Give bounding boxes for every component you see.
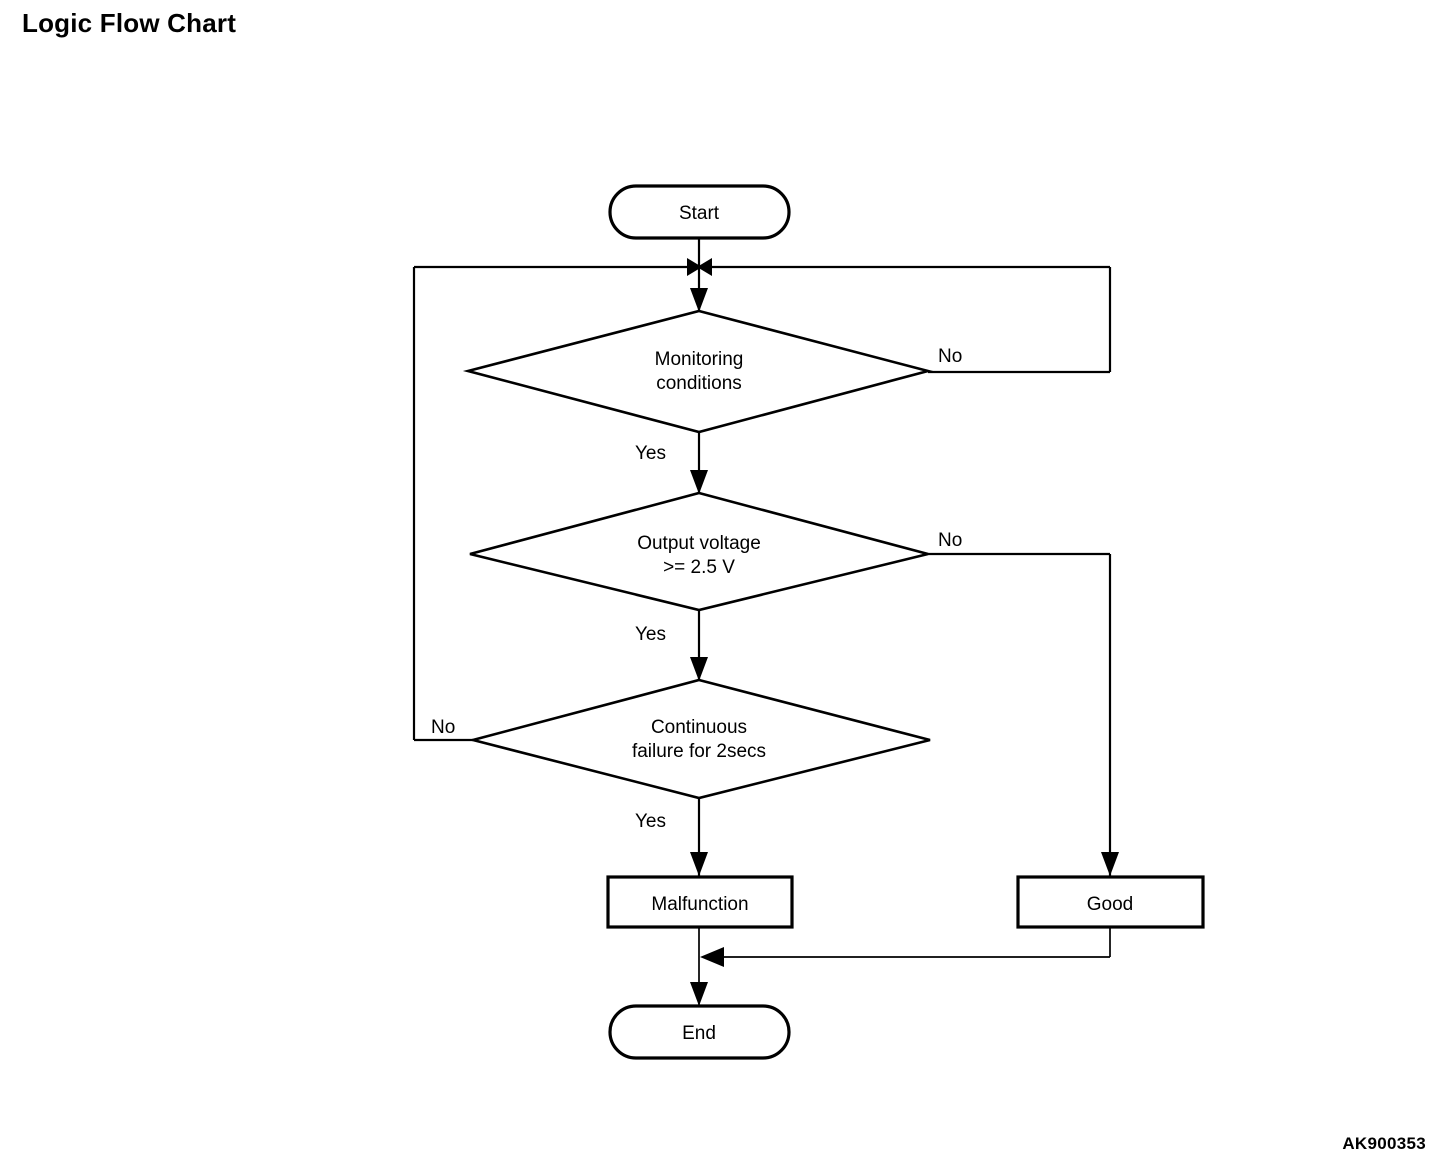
- arrowhead-into-voltage: [690, 470, 708, 494]
- edge-label-continuous-yes: Yes: [635, 811, 666, 832]
- node-monitoring-conditions[interactable]: [462, 309, 934, 434]
- arrowhead-merge-to-end-line: [700, 947, 724, 967]
- node-good-label: Good: [1087, 894, 1133, 915]
- arrowhead-into-malfunction: [690, 852, 708, 876]
- node-start[interactable]: [608, 184, 791, 240]
- node-start-label: Start: [679, 203, 720, 224]
- node-end-label: End: [682, 1023, 716, 1044]
- edge-label-voltage-yes: Yes: [635, 624, 666, 645]
- edge-label-voltage-no: No: [938, 530, 962, 551]
- node-monitoring-label-line2: conditions: [656, 373, 742, 394]
- node-malfunction-label: Malfunction: [651, 894, 748, 915]
- edge-label-continuous-no: No: [431, 717, 455, 738]
- node-voltage-label-line2: >= 2.5 V: [663, 557, 735, 578]
- node-end[interactable]: [608, 1004, 791, 1060]
- page-title: Logic Flow Chart: [22, 8, 237, 38]
- arrowhead-into-continuous: [690, 657, 708, 681]
- edge-label-monitoring-no: No: [938, 346, 962, 367]
- arrowhead-right-return: [697, 258, 712, 276]
- node-monitoring-label-line1: Monitoring: [655, 349, 744, 370]
- node-continuous-failure[interactable]: [467, 678, 931, 800]
- node-continuous-label-line2: failure for 2secs: [632, 741, 766, 762]
- arrowhead-into-monitoring: [690, 288, 708, 312]
- arrowhead-into-end: [690, 982, 708, 1006]
- figure-code: AK900353: [1342, 1134, 1426, 1153]
- node-voltage-label-line1: Output voltage: [637, 533, 761, 554]
- arrowhead-into-good: [1101, 852, 1119, 876]
- arrowhead-left-return: [687, 258, 702, 276]
- node-output-voltage[interactable]: [469, 491, 929, 612]
- node-malfunction[interactable]: [606, 875, 794, 929]
- node-continuous-label-line1: Continuous: [651, 717, 747, 738]
- edge-label-monitoring-yes: Yes: [635, 443, 666, 464]
- node-good[interactable]: [1016, 875, 1205, 929]
